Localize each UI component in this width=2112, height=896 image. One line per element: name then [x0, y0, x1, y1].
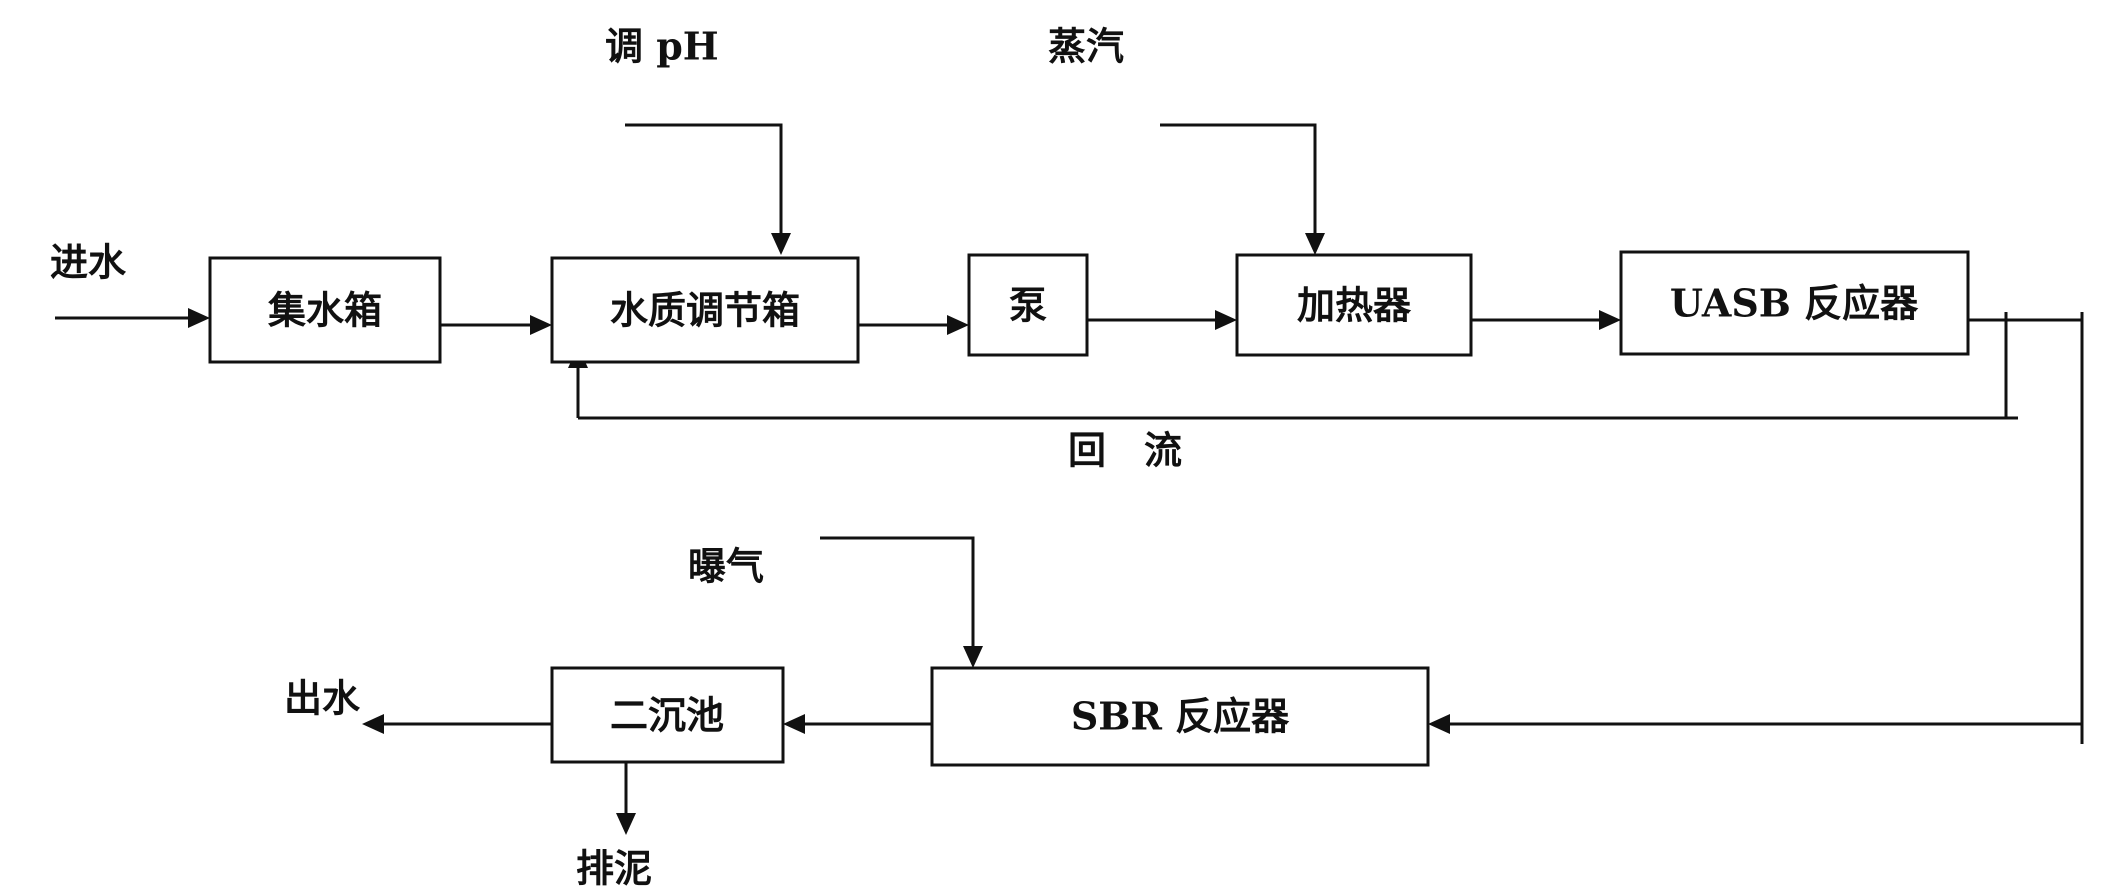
pump-to-heater-arrowhead: [1215, 310, 1237, 330]
collection-tank-label: 集水箱: [267, 288, 382, 333]
steam-label: 蒸汽: [1048, 24, 1124, 69]
sbr-reactor-box: SBR 反应器: [930, 666, 1430, 767]
sludge-arrowhead: [616, 813, 636, 835]
conditioning-to-pump-arrowhead: [947, 315, 969, 335]
sludge-discharge-label: 排泥: [576, 846, 652, 891]
secondary-clarifier-label: 二沉池: [610, 693, 724, 738]
recirculation-label: 回 流: [1068, 428, 1182, 473]
heater-to-uasb-arrowhead: [1599, 310, 1621, 330]
transfer-to-sbr-arrowhead: [1428, 714, 1450, 734]
effluent-arrowhead: [362, 714, 384, 734]
aeration-arrowhead: [963, 646, 983, 668]
collection-tank-box: 集水箱: [208, 256, 442, 364]
steam-arrowhead: [1305, 233, 1325, 255]
effluent-label: 出水: [284, 676, 361, 721]
ph-dosing-line: [625, 123, 783, 235]
influent-label: 进水: [50, 240, 127, 285]
uasb-reactor-box: UASB 反应器: [1619, 250, 1970, 356]
sbr-reactor-label: SBR 反应器: [1071, 694, 1290, 739]
heater-box: 加热器: [1235, 253, 1473, 357]
pump-box: 泵: [967, 253, 1089, 357]
heater-label: 加热器: [1297, 283, 1412, 328]
conditioning-tank-label: 水质调节箱: [610, 288, 800, 333]
aeration-label: 曝气: [688, 544, 764, 589]
pump-label: 泵: [1009, 283, 1047, 328]
collection-to-conditioning-arrowhead: [530, 315, 552, 335]
aeration-line: [820, 536, 975, 648]
secondary-clarifier-box: 二沉池: [550, 666, 785, 764]
ph-dosing-arrowhead: [771, 233, 791, 255]
uasb-reactor-label: UASB 反应器: [1670, 281, 1919, 326]
adjust-ph-label: 调 pH: [605, 24, 719, 69]
sbr-to-clarifier-arrowhead: [783, 714, 805, 734]
influent-arrowhead: [188, 308, 210, 328]
conditioning-tank-box: 水质调节箱: [550, 256, 860, 364]
steam-line: [1160, 123, 1317, 235]
